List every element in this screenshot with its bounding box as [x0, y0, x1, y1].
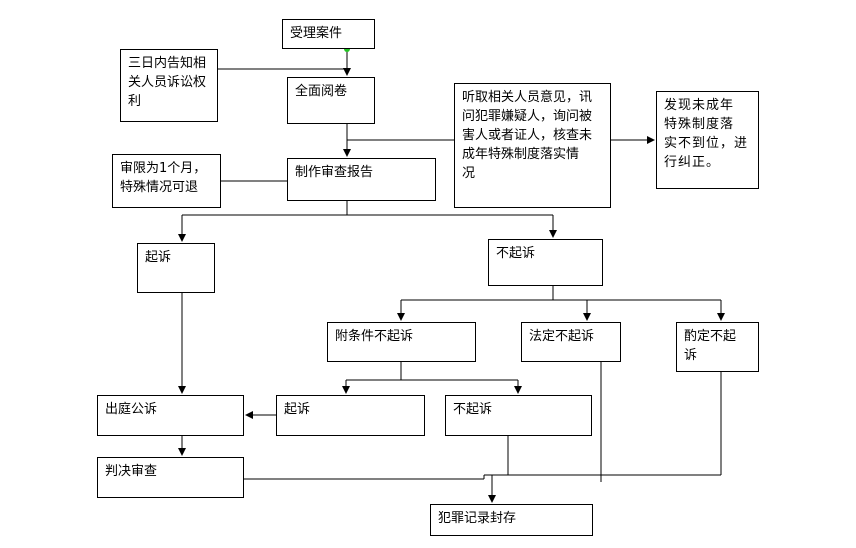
node-record-sealing: 犯罪记录封存: [430, 504, 593, 536]
node-make-report: 制作审查报告: [287, 158, 436, 201]
node-not-prosecute: 不起诉: [488, 239, 603, 286]
node-notify-rights: 三日内告知相 关人员诉讼权 利: [120, 49, 218, 122]
node-review-file: 全面阅卷: [287, 77, 375, 124]
node-time-limit: 审限为1个月， 特殊情况可退: [112, 154, 221, 208]
node-judgment-review: 判决审查: [97, 457, 244, 498]
node-statutory-not-prosecute: 法定不起诉: [521, 322, 621, 362]
node-court-prosecution: 出庭公诉: [97, 395, 244, 436]
node-prosecute: 起诉: [137, 243, 215, 293]
node-correct: 发现未成年 特殊制度落 实不到位，进 行纠正。: [656, 91, 759, 189]
node-hear-opinions: 听取相关人员意见，讯 问犯罪嫌疑人，询问被 害人或者证人，核查未 成年特殊制度落…: [454, 83, 611, 208]
node-accept-case: 受理案件: [282, 19, 375, 49]
node-conditional-not-prosecute: 附条件不起诉: [327, 322, 476, 362]
node-prosecute-2: 起诉: [276, 395, 425, 436]
node-not-prosecute-2: 不起诉: [445, 395, 592, 436]
node-discretionary-not-prosecute: 酌定不起 诉: [676, 322, 759, 372]
